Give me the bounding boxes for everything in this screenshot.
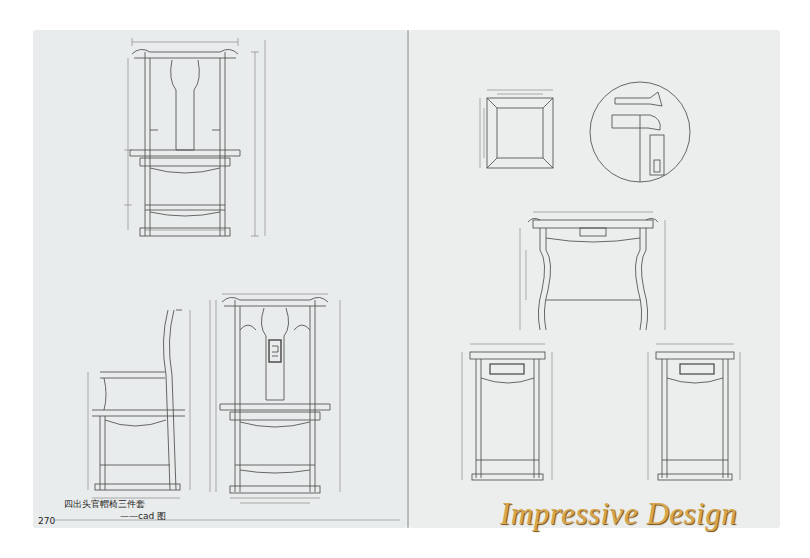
caption-text: 四出头官帽椅三件套 bbox=[64, 498, 145, 511]
page-number: 270 bbox=[38, 516, 55, 526]
watermark: Impressive Design bbox=[500, 496, 737, 532]
subcaption-text: ——cad 图 bbox=[120, 510, 166, 523]
